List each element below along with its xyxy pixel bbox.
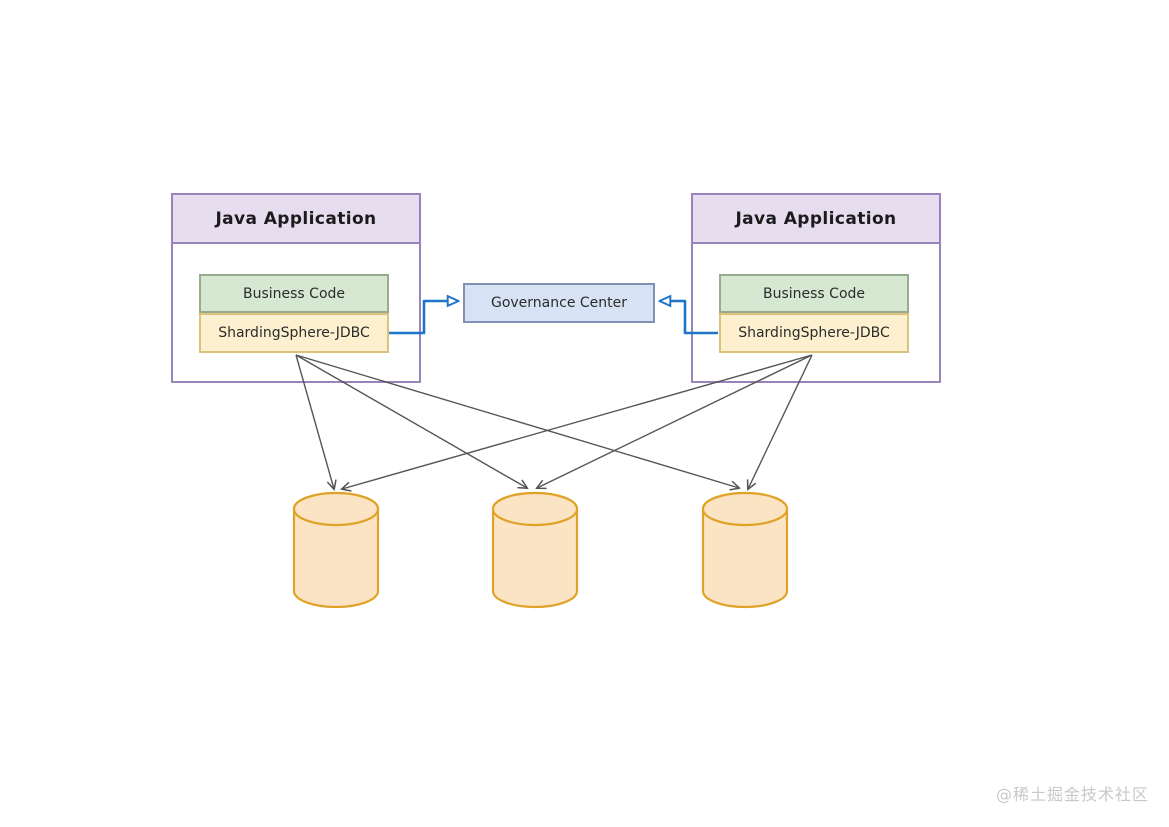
watermark-text: @稀土掘金技术社区 [995, 785, 1149, 804]
business-code-label-left: Business Code [242, 285, 346, 302]
shardingsphere-jdbc-label-left: ShardingSphere-JDBC [218, 325, 370, 341]
database-cylinder-1-top [292, 491, 380, 527]
database-cylinder-3 [701, 491, 789, 609]
shardingsphere-jdbc-box-left: ShardingSphere-JDBC [199, 313, 389, 353]
database-cylinder-2 [491, 491, 579, 609]
java-application-title-right: Java Application [735, 208, 897, 229]
shardingsphere-jdbc-box-right: ShardingSphere-JDBC [719, 313, 909, 353]
java-application-header-right: Java Application [693, 195, 939, 244]
java-application-header-left: Java Application [173, 195, 419, 244]
java-application-box-right: Java Application Business Code ShardingS… [691, 193, 941, 383]
business-code-box-right: Business Code [719, 274, 909, 313]
database-cylinder-1 [292, 491, 380, 609]
governance-center-label: Governance Center [490, 295, 628, 311]
database-cylinder-1-body [292, 491, 380, 609]
java-application-box-left: Java Application Business Code ShardingS… [171, 193, 421, 383]
database-cylinder-2-body [491, 491, 579, 609]
governance-center-box: Governance Center [463, 283, 655, 323]
database-cylinder-2-top [491, 491, 579, 527]
java-application-title-left: Java Application [215, 208, 377, 229]
database-cylinder-3-top [701, 491, 789, 527]
database-cylinder-3-body [701, 491, 789, 609]
business-code-label-right: Business Code [762, 285, 866, 302]
business-code-box-left: Business Code [199, 274, 389, 313]
shardingsphere-jdbc-label-right: ShardingSphere-JDBC [738, 325, 890, 341]
